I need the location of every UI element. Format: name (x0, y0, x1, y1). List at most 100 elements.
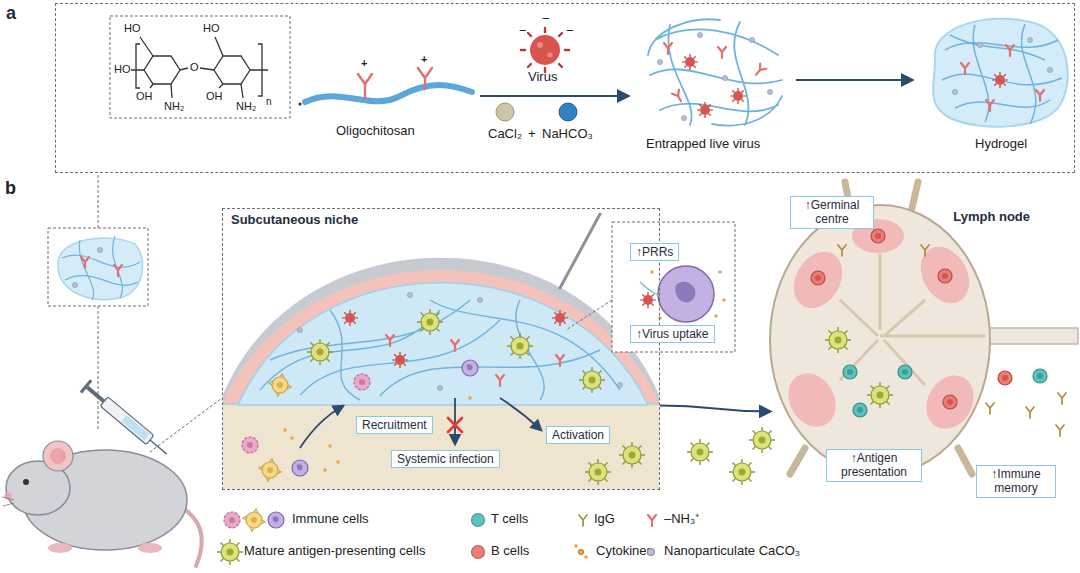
legend-icons (268, 512, 284, 528)
tissue-section (283, 428, 287, 432)
legend-label: Mature antigen-presenting cells (244, 544, 425, 559)
part-label: − (542, 12, 550, 27)
tissue-section (307, 339, 333, 365)
reagent-particles (496, 103, 514, 121)
hydrogel-blob (992, 72, 1008, 88)
process-arrow (796, 79, 912, 81)
memory-cells (986, 403, 994, 414)
hydrogel-thumbnail (150, 398, 222, 452)
tissue-section (242, 437, 258, 453)
macrophage-inset (650, 270, 654, 274)
tissue-section (585, 459, 611, 485)
hydrogel-blob (952, 89, 957, 94)
callout-box: ↑Virus uptake (630, 325, 715, 343)
box-label: ↑Germinal centre (796, 198, 868, 227)
chemical-structure (136, 44, 140, 88)
heading-label: a (6, 3, 16, 24)
hydrogel-thumbnail (81, 257, 89, 268)
box-label: ↑Virus uptake (636, 327, 709, 341)
oligochitosan-strand (298, 68, 472, 106)
tissue-section (619, 442, 645, 468)
mouse-figure (50, 448, 66, 464)
tissue-section (462, 360, 478, 376)
hydrogel-blob (1047, 67, 1052, 72)
macrophage-inset (714, 314, 718, 318)
chemical-structure (131, 37, 268, 98)
oligochitosan-strand (358, 74, 372, 98)
part-label: + (528, 127, 536, 142)
migrating-apcs (687, 427, 775, 485)
tissue-section (552, 310, 568, 326)
tissue-section (223, 395, 659, 489)
tissue-section (336, 460, 340, 464)
hydrogel-blob (933, 19, 1068, 127)
legend-label: –NH₃⁺ (664, 512, 699, 527)
mouse-figure (2, 441, 202, 566)
part-label: Hydrogel (975, 137, 1027, 152)
hydrogel-blob (961, 63, 969, 74)
heading-label: Subcutaneous niche (231, 213, 358, 228)
entrapped-network (697, 32, 702, 37)
callout-box: ↑Germinal centre (790, 196, 874, 229)
callout-box: ↑PRRs (630, 243, 679, 261)
macrophage-inset (566, 300, 612, 330)
oligochitosan-strand (305, 85, 472, 102)
macrophage-inset (722, 298, 726, 302)
tissue-section (223, 258, 659, 405)
chemical-structure (258, 44, 262, 96)
part-label: NaHCO₃ (542, 127, 593, 142)
box-label: ↑Antigen presentation (832, 451, 916, 480)
lymph-node (871, 229, 885, 243)
tissue-section (323, 468, 327, 472)
mouse-figure (48, 543, 72, 553)
syringe (100, 397, 154, 445)
box-label: ↑PRRs (636, 245, 673, 259)
process-box: Recruitment (356, 416, 433, 434)
macrophage-inset (658, 266, 714, 322)
migrating-apcs (687, 439, 713, 465)
chem-label: NH₂ (236, 100, 256, 113)
hydrogel-blob (977, 42, 982, 47)
chem-label: O (190, 61, 199, 74)
mouse-figure (43, 441, 73, 471)
part-label: Oligochitosan (336, 124, 415, 139)
box-label: Recruitment (362, 418, 427, 432)
virus-particle (548, 53, 553, 58)
tissue-section (269, 374, 291, 396)
hydrogel-thumbnail (62, 236, 140, 300)
tissue-section (477, 297, 482, 302)
lymph-node (770, 205, 990, 475)
chemical-structure (144, 56, 180, 84)
macrophage-inset (718, 270, 722, 274)
tissue-section (451, 340, 459, 351)
part-label: − (566, 24, 574, 39)
entrapped-network (657, 59, 662, 64)
syringe (86, 386, 105, 403)
mouse-figure (2, 497, 14, 506)
entrapped-network (722, 75, 727, 80)
macrophage-inset (640, 282, 660, 296)
chem-label: n (266, 96, 272, 108)
hydrogel-blob (942, 24, 1062, 124)
reagent-particles (496, 103, 577, 121)
hydrogel-thumbnail (98, 306, 99, 430)
tissue-section (448, 418, 462, 432)
entrapped-network (648, 19, 782, 125)
tissue-section (500, 398, 541, 430)
virus-particle (521, 28, 569, 72)
tissue-section (560, 214, 600, 288)
hydrogel-thumbnail (114, 265, 122, 276)
hydrogel-thumbnail (97, 247, 102, 252)
virus-particle (521, 28, 569, 72)
lymph-node (898, 365, 912, 379)
hydrogel-blob (1036, 90, 1044, 101)
lymph-node (838, 245, 846, 256)
legend-swatch (578, 549, 584, 555)
chem-label: + (361, 57, 367, 70)
mouse-figure (23, 479, 29, 485)
entrapped-network (749, 37, 754, 42)
lymph-node (921, 245, 929, 256)
chemical-structure (110, 16, 290, 118)
